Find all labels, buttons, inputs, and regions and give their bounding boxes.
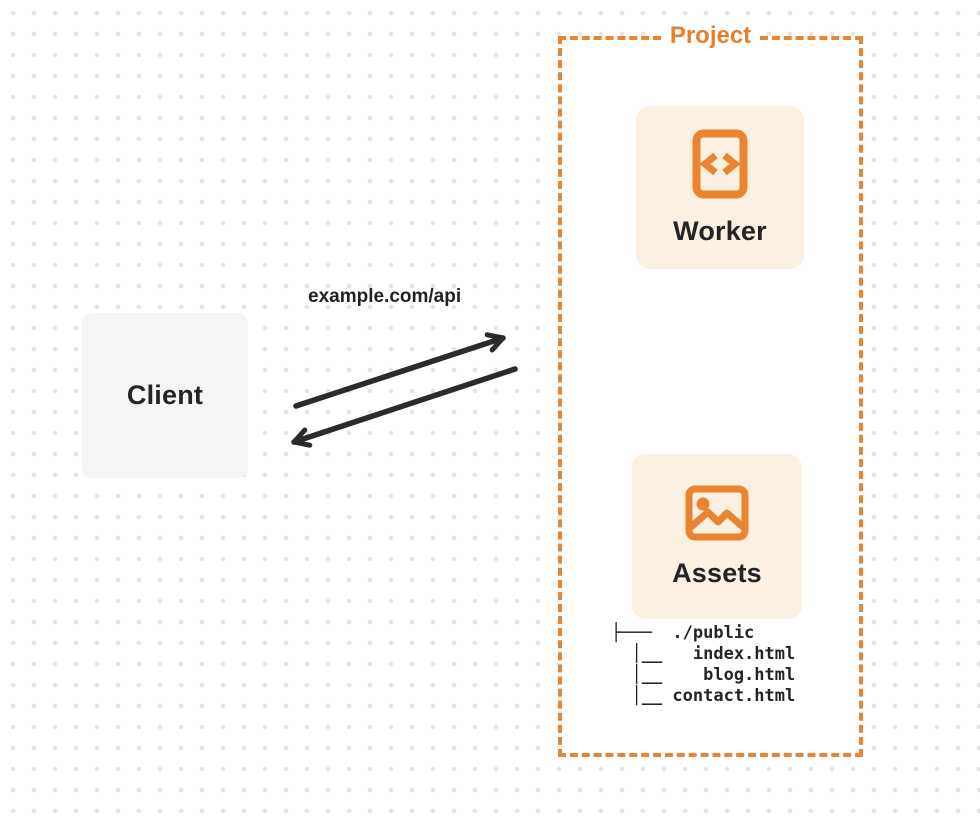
request-url-label: example.com/api: [308, 286, 462, 307]
assets-label: Assets: [672, 557, 762, 588]
request-arrow: [293, 332, 506, 409]
assets-node: Assets: [632, 454, 802, 619]
project-label: Project: [661, 22, 760, 50]
tree-line-contact: │__ contact.html: [611, 686, 796, 706]
response-arrow: [291, 366, 518, 448]
tree-line-root: ├─── ./public: [611, 623, 755, 643]
tree-line-index: │__ index.html: [611, 644, 796, 664]
code-file-icon: [692, 129, 748, 198]
worker-node: Worker: [636, 106, 804, 269]
project-container: Project Worker Assets ├─── ./public │__ …: [558, 22, 863, 757]
image-icon: [685, 485, 749, 540]
worker-label: Worker: [673, 215, 767, 246]
client-node: Client: [82, 313, 248, 478]
client-label: Client: [126, 380, 204, 410]
tree-line-blog: │__ blog.html: [611, 665, 796, 685]
public-file-tree: ├─── ./public │__ index.html │__ blog.ht…: [611, 623, 795, 707]
